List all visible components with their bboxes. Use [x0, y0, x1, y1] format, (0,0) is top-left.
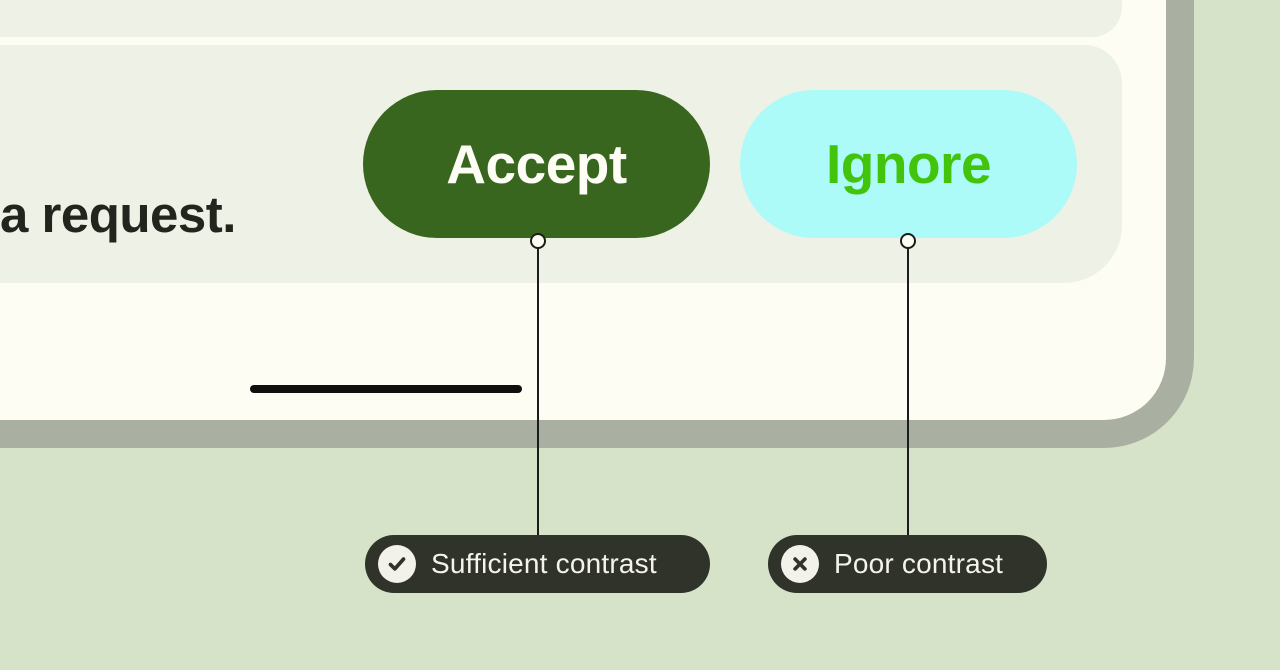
annotation-label: Sufficient contrast — [431, 548, 657, 579]
annotation-label: Poor contrast — [834, 548, 1004, 579]
annotation-sufficient-contrast: Sufficient contrast — [365, 535, 710, 593]
request-text: a request. — [0, 186, 236, 243]
accept-button[interactable]: Accept — [363, 90, 710, 238]
gesture-navigation-bar — [250, 385, 522, 393]
check-circle-icon — [378, 545, 416, 583]
callout-anchor-accept — [530, 233, 546, 249]
callout-anchor-ignore — [900, 233, 916, 249]
annotation-poor-contrast: Poor contrast — [768, 535, 1047, 593]
callout-line-accept — [537, 248, 539, 535]
callout-line-ignore — [907, 248, 909, 535]
partial-card-top — [0, 0, 1122, 37]
x-circle-icon — [781, 545, 819, 583]
ignore-button[interactable]: Ignore — [740, 90, 1077, 238]
